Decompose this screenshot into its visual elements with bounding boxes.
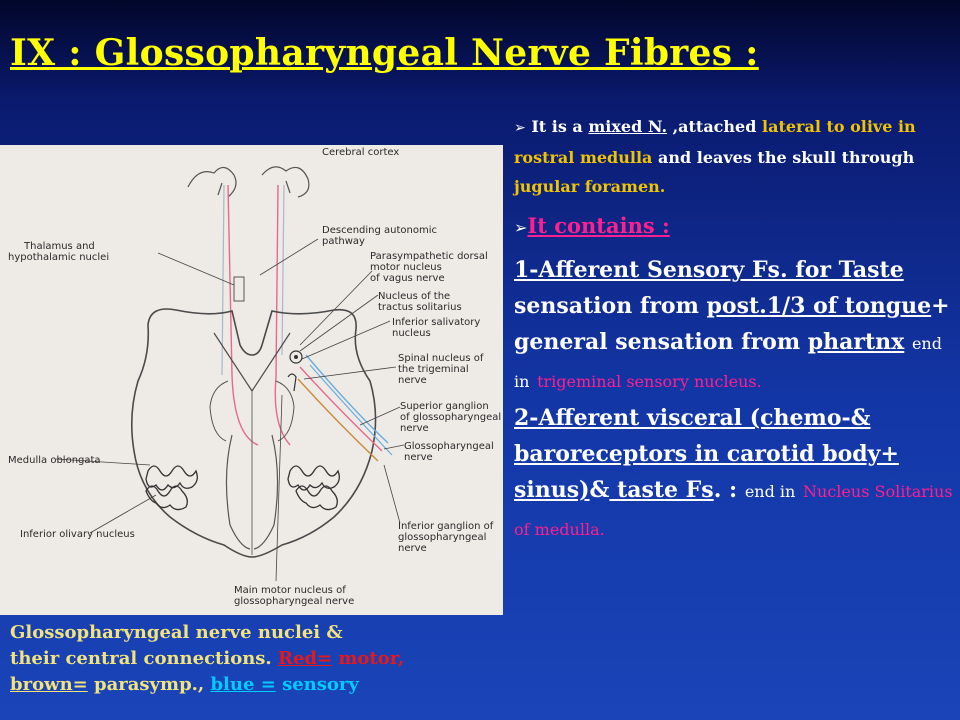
label-salivatory: Inferior salivatory <box>392 317 481 328</box>
label-sup-ganglion: Superior ganglion <box>400 401 489 412</box>
label-parasymp-2: motor nucleus <box>370 262 442 273</box>
label-main-motor: Main motor nucleus of <box>234 585 346 596</box>
b2-text: It contains : <box>527 213 670 238</box>
label-medulla: Medulla oblongata <box>8 455 101 466</box>
label-salivatory-2: nucleus <box>392 328 431 339</box>
nerve-diagram-drawing <box>55 166 405 582</box>
bullet-contains: ➢It contains : <box>514 213 954 238</box>
arrow-bullet-icon: ➢ <box>514 120 526 136</box>
p1-post: post.1/3 of tongue <box>706 293 932 319</box>
b1-mixed: mixed N. <box>588 117 668 136</box>
p2-nucleus: Nucleus Solitarius of medulla. <box>514 482 953 539</box>
label-descending-2: pathway <box>322 236 365 247</box>
caption-line2: their central connections. <box>10 648 272 669</box>
slide-title: IX : Glossopharyngeal Nerve Fibres : <box>10 32 759 74</box>
label-spinal-2: the trigeminal <box>398 364 469 375</box>
label-olivary: Inferior olivary nucleus <box>20 529 135 540</box>
p2-heading: 2-Afferent visceral (chemo-& barorecepto… <box>514 405 899 503</box>
label-spinal: Spinal nucleus of <box>398 353 484 364</box>
label-parasymp-3: of vagus nerve <box>370 273 445 284</box>
b1-text-a: It is a <box>531 117 583 136</box>
p1-pharynx: phartnx <box>807 329 905 355</box>
label-sup-ganglion-2: of glossopharyngeal <box>400 412 502 423</box>
afferent-visceral-paragraph: 2-Afferent visceral (chemo-& barorecepto… <box>514 400 954 548</box>
caption-blue-key: blue = <box>210 674 276 695</box>
b1-text-c: and leaves the skull through <box>657 148 915 167</box>
label-parasymp: Parasympathetic dorsal <box>370 251 488 262</box>
label-inf-ganglion-2: glossopharyngeal <box>398 532 487 543</box>
p1-text-c: + general sensation from <box>514 293 950 355</box>
p1-trigeminal: trigeminal sensory nucleus. <box>537 372 762 391</box>
content-panel: ➢ It is a mixed N. ,attached lateral to … <box>514 112 954 548</box>
arrow-bullet-icon: ➢ <box>514 218 528 237</box>
label-tractus-2: tractus solitarius <box>378 302 462 313</box>
label-thalamus-2: hypothalamic nuclei <box>8 252 110 263</box>
label-main-motor-2: glossopharyngeal nerve <box>234 596 355 607</box>
label-gp-nerve: Glossopharyngeal <box>404 441 494 452</box>
label-inf-ganglion-3: nerve <box>398 543 427 554</box>
label-descending: Descending autonomic <box>322 225 438 236</box>
p1-text-b: sensation from <box>514 293 699 319</box>
label-cerebral-cortex: Cerebral cortex <box>322 147 400 158</box>
caption-brown-val: parasymp., <box>94 674 205 695</box>
caption-blue-val: sensory <box>282 674 359 695</box>
nerve-diagram: Cerebral cortex Descending autonomic pat… <box>0 145 503 615</box>
p2-text-c: end in <box>744 482 796 501</box>
label-sup-ganglion-3: nerve <box>400 423 429 434</box>
label-tractus: Nucleus of the <box>378 291 451 302</box>
label-thalamus: Thalamus and <box>24 241 95 252</box>
afferent-sensory-paragraph: 1-Afferent Sensory Fs. for Taste sensati… <box>514 252 954 400</box>
figure-caption: Glossopharyngeal nerve nuclei & their ce… <box>10 620 490 698</box>
label-spinal-3: nerve <box>398 375 427 386</box>
b1-lateral: lateral to olive in rostral medulla <box>514 117 916 167</box>
caption-red-key: Red= <box>277 648 333 669</box>
b1-jugular: jugular foramen. <box>514 177 666 196</box>
p2-text-b: . : <box>713 477 738 503</box>
caption-red-val: motor, <box>338 648 405 669</box>
caption-line1: Glossopharyngeal nerve nuclei & <box>10 622 343 643</box>
label-inf-ganglion: Inferior ganglion of <box>398 521 494 532</box>
p1-text-d: end in <box>514 334 942 391</box>
caption-brown-key: brown= <box>10 674 88 695</box>
p2-amp: & <box>589 477 610 503</box>
b1-text-b: ,attached <box>672 117 757 136</box>
p2-taste: taste Fs <box>609 477 714 503</box>
bullet-mixed-nerve: ➢ It is a mixed N. ,attached lateral to … <box>514 112 954 201</box>
p1-heading: 1-Afferent Sensory Fs. for Taste <box>514 257 904 283</box>
label-gp-nerve-2: nerve <box>404 452 433 463</box>
